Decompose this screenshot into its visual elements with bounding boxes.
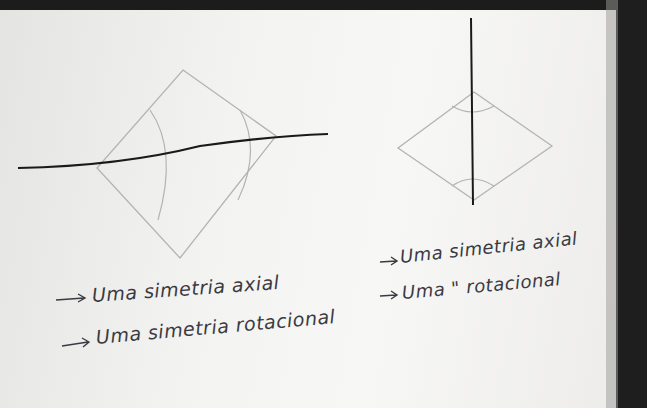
handwritten-note: Uma simetria rotacional bbox=[95, 305, 336, 348]
shadow bbox=[606, 0, 618, 408]
photo-border bbox=[0, 0, 647, 10]
symmetry-axis bbox=[18, 134, 328, 168]
bullet-arrows bbox=[56, 257, 397, 347]
photo-border bbox=[616, 0, 647, 408]
handwritten-note: Uma " rotacional bbox=[401, 268, 562, 303]
handwritten-note: Uma simetria axial bbox=[91, 271, 280, 306]
angle-arc bbox=[238, 110, 251, 200]
symmetry-axis bbox=[471, 18, 473, 205]
square-sketch bbox=[97, 70, 276, 258]
handwritten-note: Uma simetria axial bbox=[399, 227, 579, 267]
angle-arc bbox=[150, 110, 166, 220]
rhombus-sketch bbox=[398, 92, 552, 200]
